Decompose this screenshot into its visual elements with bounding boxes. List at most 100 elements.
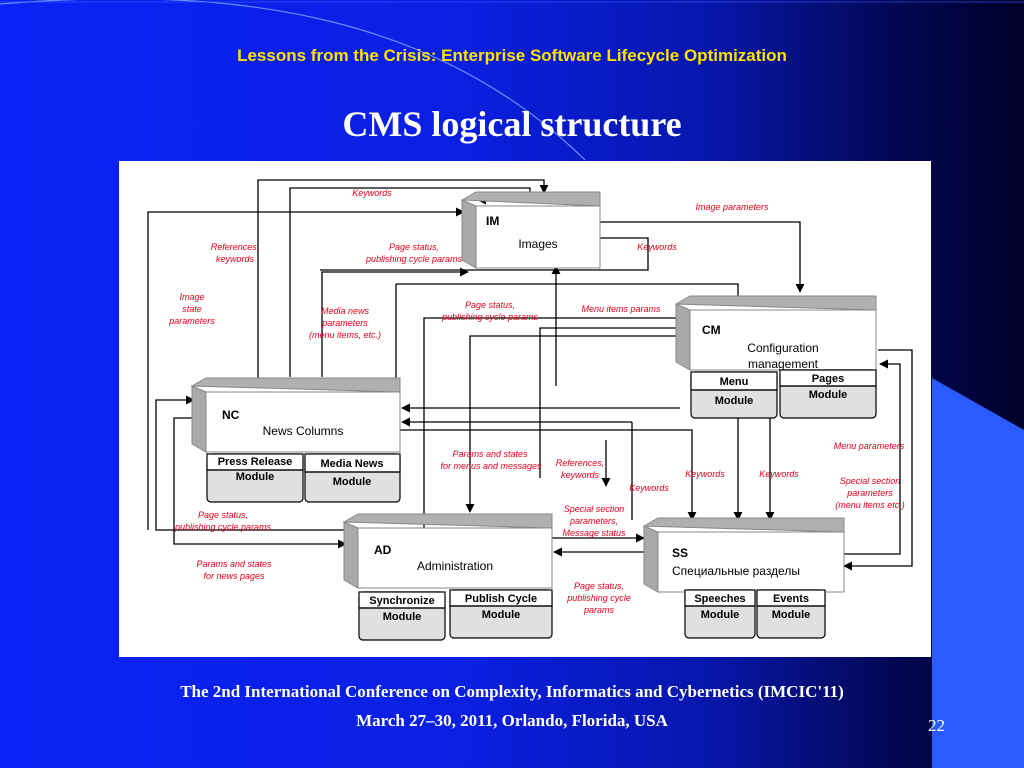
module-ss-speeches-sub: Module [701,609,740,621]
module-ss-speeches-title: Speeches [694,593,745,605]
label-keywords-im: Keywords [637,242,677,252]
corner-triangle [932,378,1024,768]
edge-ss-cm-special [844,359,901,555]
block-ss-code: SS [672,546,688,560]
label-image-state-1: Image [179,292,204,302]
edge-labels: Keywords Image parameters References, ke… [168,188,905,615]
edge-nc-im-media [321,267,469,377]
page-number: 22 [928,716,945,735]
edge-ad-cm-params [539,327,690,478]
block-cm: CM Configuration management [674,295,877,371]
block-cm-code: CM [702,323,721,337]
module-ad-sync-title: Synchronize [369,595,434,607]
module-cm-pages-sub: Module [809,389,848,401]
label-references-1: References, [211,242,260,252]
block-ss-name: Специальные разделы [672,564,800,578]
edge-im-nc-keywords [320,237,649,271]
label-keywords-mid3: Keywords [629,483,669,493]
label-params-news-1: Params and states [196,559,272,569]
label-page-status-3a: Page status, [198,510,248,520]
module-ad-sync-sub: Module [383,611,422,623]
label-references-2: keywords [216,254,255,264]
label-menu-items-params: Menu items params [581,304,661,314]
label-menu-parameters: Menu parameters [834,441,905,451]
module-ss-speeches [684,589,756,639]
label-special-r2: parameters [846,488,893,498]
module-nc-press-sub: Module [236,471,275,483]
label-special-m1: Special section [564,504,625,514]
footer-date-location: March 27–30, 2011, Orlando, Florida, USA [356,711,668,730]
module-nc-press [206,453,304,503]
block-im: IM Images [460,191,601,269]
edge-nc-ss-keywords [400,429,697,521]
label-keywords-mid2: Keywords [759,469,799,479]
module-ss-events-sub: Module [772,609,811,621]
connectors [147,179,913,571]
footer-conference: The 2nd International Conference on Comp… [180,682,844,701]
block-nc-name: News Columns [263,424,344,438]
block-nc-code: NC [222,408,240,422]
label-image-parameters: Image parameters [695,202,769,212]
edge-cm-ad-pages [465,335,690,513]
label-params-menus-1: Params and states [452,449,528,459]
module-cm-menu-sub: Module [715,395,754,407]
module-texts: Menu Module Pages Module Press Release M… [218,373,848,623]
module-ad-publish-sub: Module [482,609,521,621]
diagram-panel: IM Images CM Configuration management NC… [119,161,931,657]
module-cm-pages [779,369,877,419]
label-media-news-2: parameters [321,318,368,328]
edge-cm-ss-menu-params [843,349,913,571]
modules [206,369,877,641]
label-page-status-2a: Page status, [465,300,515,310]
block-cm-name2: management [748,357,819,371]
module-ss-events-title: Events [773,593,809,605]
module-cm-menu-title: Menu [720,376,749,388]
block-im-name: Images [518,237,557,251]
label-special-r1: Special section [840,476,901,486]
module-nc-media-sub: Module [333,476,372,488]
label-media-news-3: (menu items, etc.) [309,330,381,340]
module-cm-menu [690,371,778,419]
label-references-b1: References, [556,458,605,468]
label-special-m2: parameters, [569,516,618,526]
block-ss: SS Специальные разделы [642,517,845,593]
slide-header: Lessons from the Crisis: Enterprise Soft… [237,46,787,65]
label-image-state-2: state [182,304,202,314]
edge-nc-im-keywords [257,179,549,382]
label-params-news-2: for news pages [203,571,265,581]
module-ad-publish [449,589,553,639]
edge-cm-top [396,283,739,296]
slide-title: CMS logical structure [342,104,682,144]
label-keywords-mid1: Keywords [685,469,725,479]
block-nc: NC News Columns [190,377,401,453]
label-page-status-4b: publishing cycle [566,593,631,603]
module-cm-pages-title: Pages [812,373,844,385]
label-page-status-1b: publishing cycle params [365,254,463,264]
module-ad-sync [358,591,446,641]
label-page-status-2b: publishing cycle params [441,312,539,322]
module-ss-events [756,589,826,639]
module-nc-media [304,453,401,503]
edge-ad-im-image-state [147,207,465,530]
label-page-status-3b: publishing cycle params [174,522,272,532]
label-references-b2: keywords [561,470,600,480]
label-special-r3: (menu items etc.) [835,500,905,510]
module-nc-media-title: Media News [321,458,384,470]
module-nc-press-title: Press Release [218,456,293,468]
label-page-status-4a: Page status, [574,581,624,591]
edge-ad-nc-page-status [155,395,346,531]
cms-structure-diagram: IM Images CM Configuration management NC… [147,179,913,641]
block-ad: AD Administration [342,513,553,589]
block-cm-name1: Configuration [747,341,818,355]
label-page-status-4c: params [583,605,615,615]
block-ad-code: AD [374,543,392,557]
block-ad-name: Administration [417,559,493,573]
edge-im-cm-image-params [600,221,805,293]
label-params-menus-2: for menus and messages [440,461,542,471]
module-ad-publish-title: Publish Cycle [465,593,537,605]
edge-nc-ad-params [173,417,347,549]
label-special-m3: Message status [562,528,626,538]
edge-cm-ad-menu [423,317,690,530]
block-im-code: IM [486,214,499,228]
